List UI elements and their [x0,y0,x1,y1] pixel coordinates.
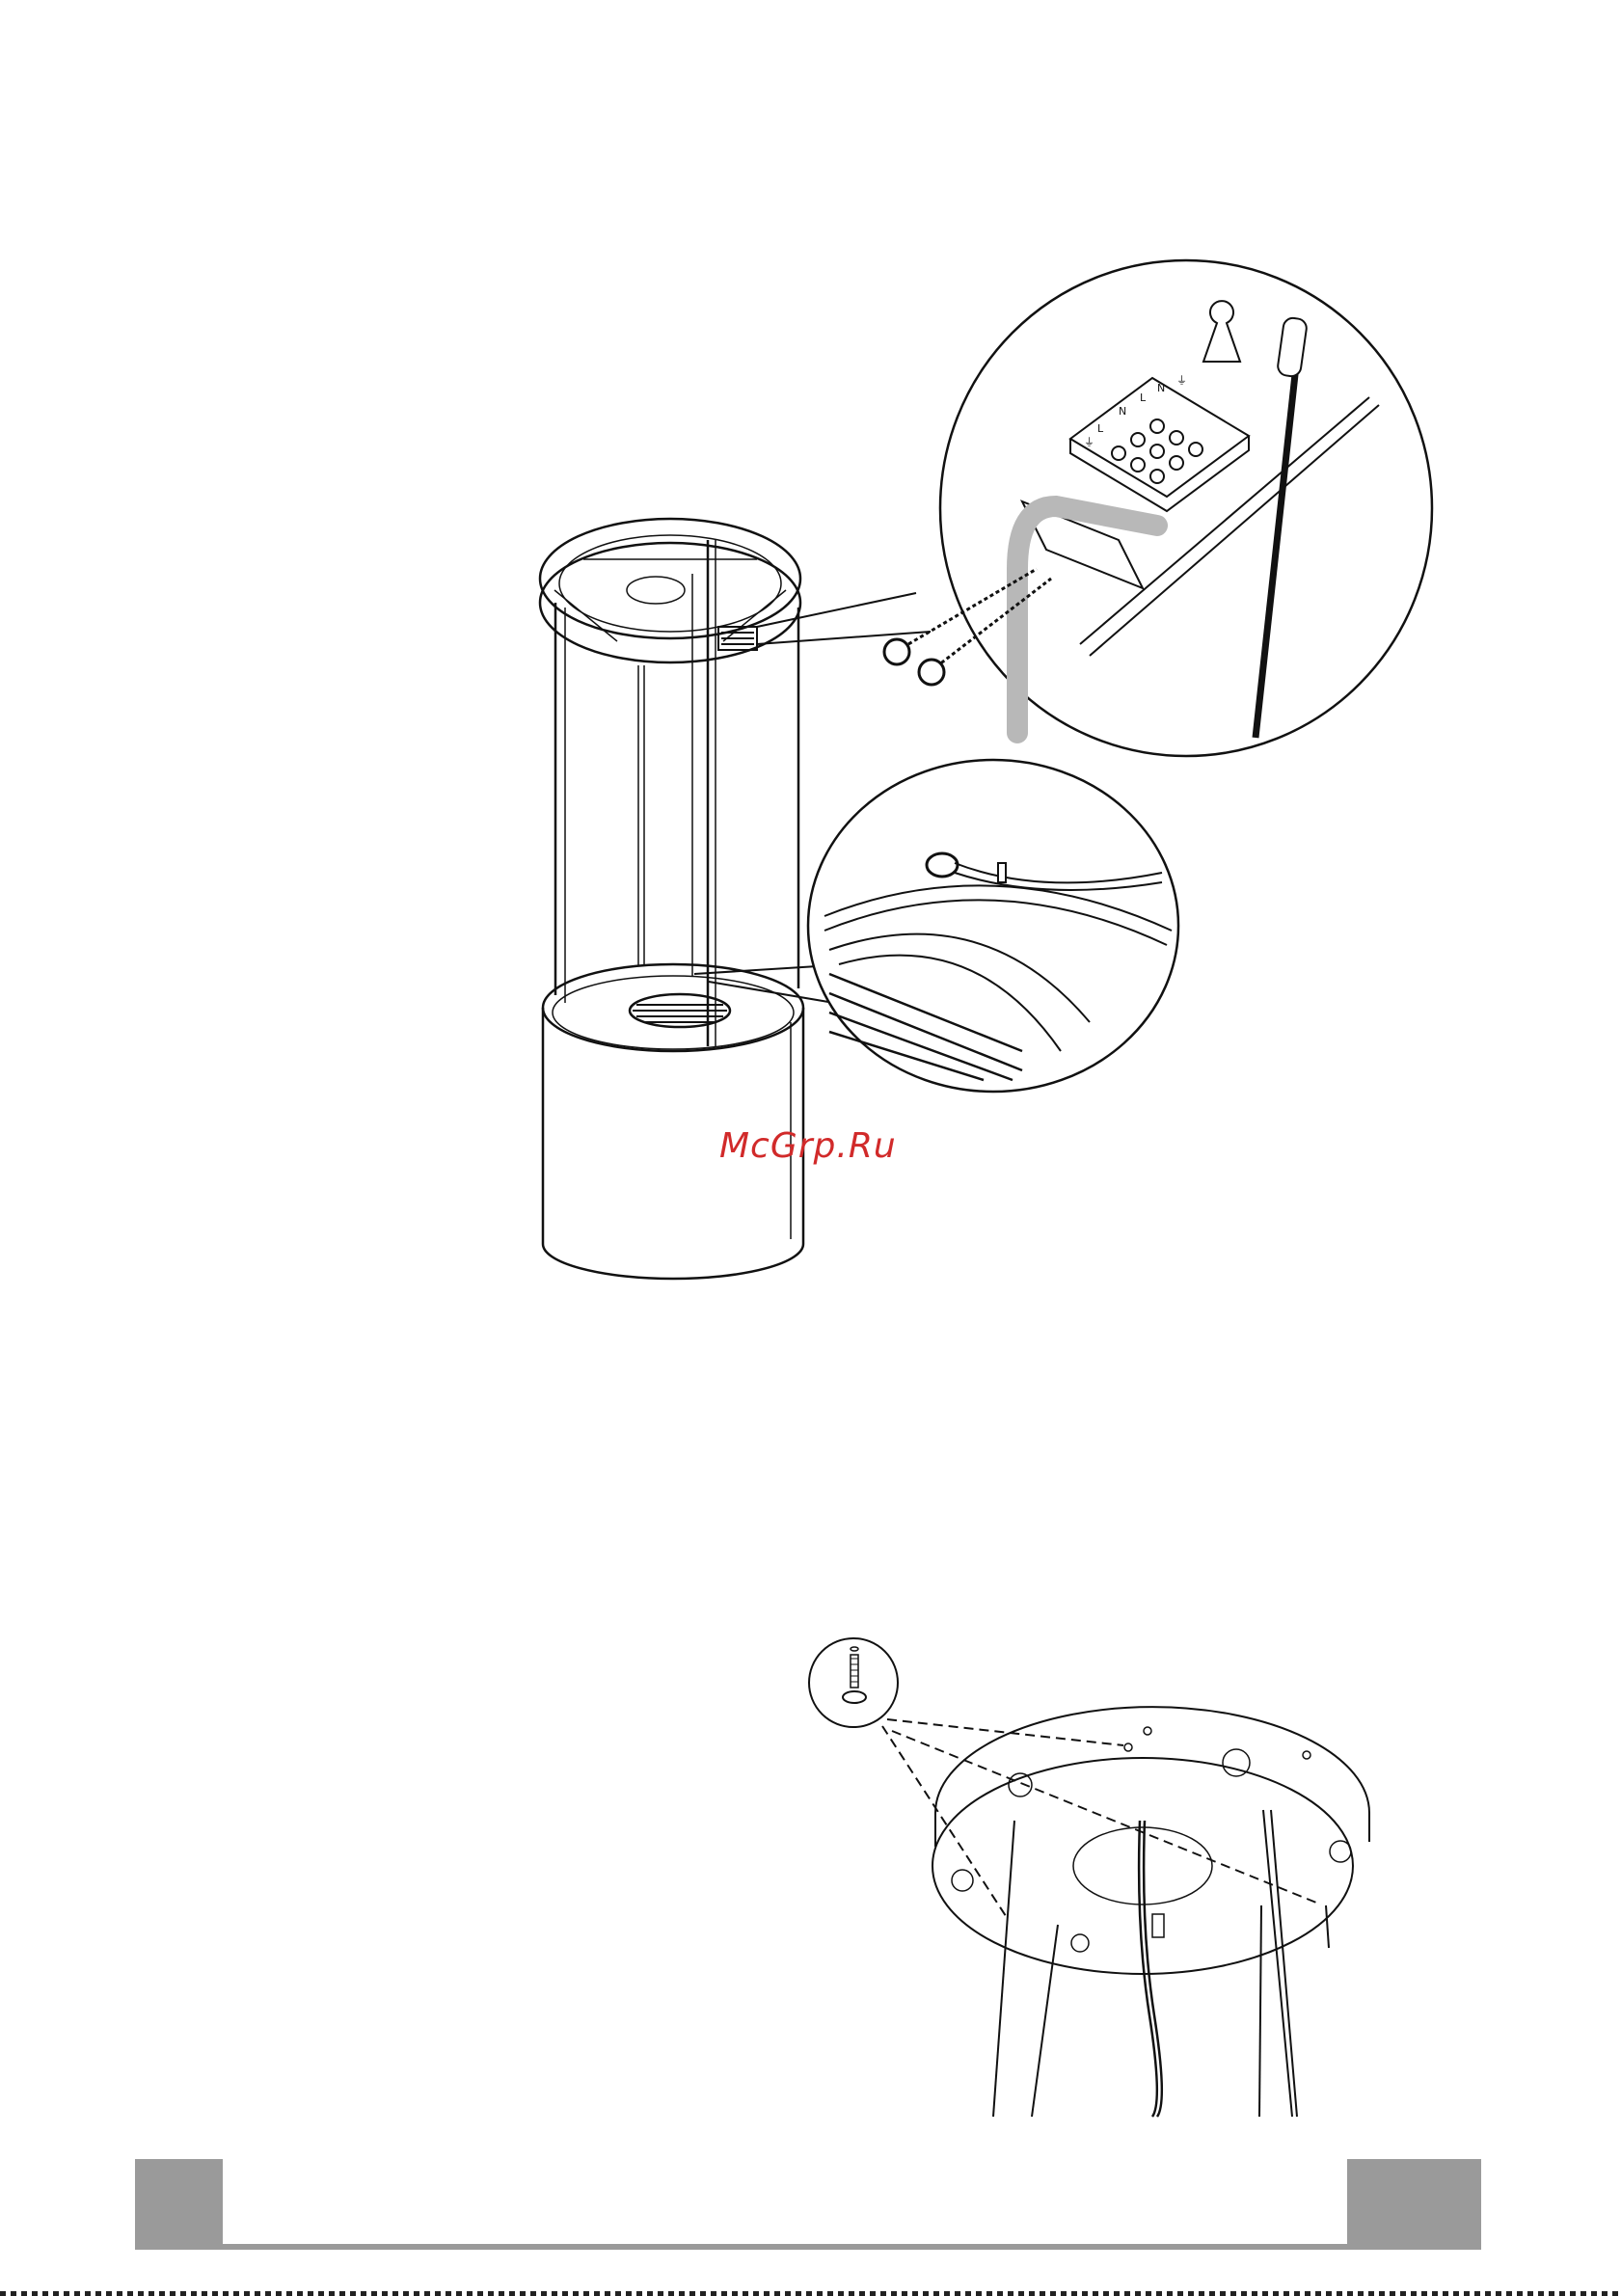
ceiling-plate-figure [0,0,1621,2160]
footer-block-left [135,2159,223,2247]
footer-rule [135,2244,1481,2250]
screw-icon [843,1647,866,1703]
bottom-border-dashes [0,2291,1621,2296]
footer-block-right [1347,2159,1481,2247]
screw-detail-callout [809,1638,898,1727]
